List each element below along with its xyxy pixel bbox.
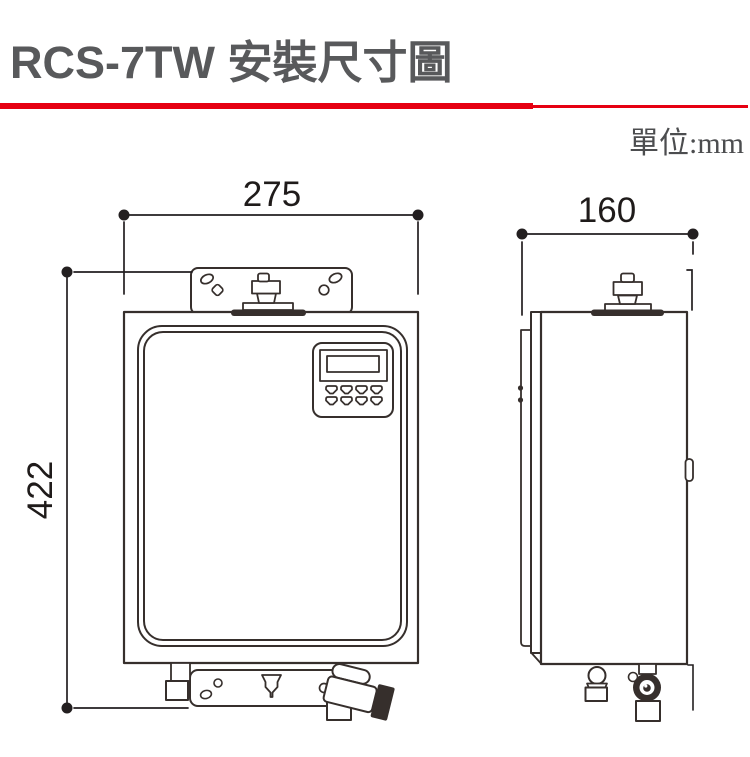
height-dimension-422: 422 — [21, 266, 193, 714]
display-screen — [319, 349, 388, 382]
dimension-dot — [61, 702, 73, 714]
valve-cap — [370, 684, 395, 721]
side-bottom-connections — [584, 663, 661, 722]
side-clip — [684, 458, 694, 482]
side-flue-connector — [591, 272, 664, 316]
gas-valve — [322, 663, 395, 721]
front-bottom-connections — [165, 662, 395, 721]
front-view-drawing — [122, 267, 420, 721]
side-view-drawing — [517, 272, 694, 722]
dimension-dot — [412, 209, 424, 221]
bracket-hole — [318, 284, 330, 296]
dimension-dot — [118, 209, 130, 221]
bracket-hole — [211, 283, 224, 297]
bracket-hole — [213, 678, 223, 688]
bracket-hole — [199, 689, 213, 700]
side-wall-bracket — [517, 311, 542, 665]
red-divider-thin — [533, 104, 748, 108]
width-dimension-275: 275 — [118, 175, 424, 295]
dimension-dot — [61, 266, 73, 278]
height-dimension-value: 422 — [21, 461, 60, 519]
unit-label: 單位:mm — [628, 127, 744, 160]
page-title: RCS-7TW 安裝尺寸圖 — [10, 37, 453, 88]
side-valve-nut — [635, 700, 661, 722]
side-pipe — [587, 666, 607, 685]
width-dimension-value: 275 — [243, 175, 301, 214]
pipe-nut — [165, 680, 189, 701]
depth-dimension-value: 160 — [578, 191, 636, 230]
front-panel-inner — [143, 331, 402, 641]
drain-outlet — [261, 674, 282, 698]
depth-dimension-160: 160 — [516, 191, 699, 711]
front-panel-outer — [137, 325, 408, 647]
front-flue-connector — [231, 272, 306, 316]
dimension-dot — [516, 228, 528, 240]
screw-bump — [517, 385, 524, 391]
water-pipe — [170, 662, 191, 682]
dimension-dot — [687, 228, 699, 240]
red-divider-thick — [0, 103, 533, 109]
bracket-hole — [199, 273, 215, 285]
side-pipe-nut — [584, 686, 608, 702]
side-body — [539, 310, 689, 666]
front-control-panel — [312, 342, 394, 418]
side-gas-valve — [633, 673, 661, 702]
display-screen-inner — [326, 355, 380, 373]
screw-bump — [517, 397, 524, 403]
bracket-hole — [328, 272, 343, 284]
